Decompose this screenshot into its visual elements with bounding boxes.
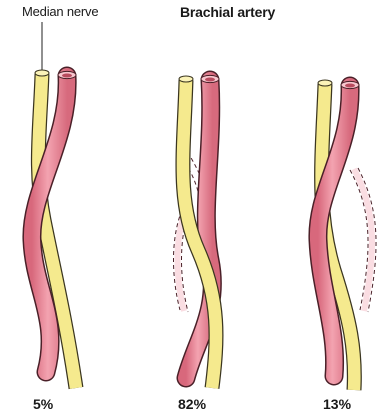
variant-2-percentage: 82%: [178, 396, 206, 412]
variant-1-drawing: [32, 70, 76, 388]
brachial-artery-label: Brachial artery: [180, 4, 275, 20]
variant-3-percentage: 13%: [323, 396, 351, 412]
variant-1-percentage: 5%: [33, 396, 53, 412]
variant-2-drawing: [174, 75, 220, 388]
median-nerve-label: Median nerve: [22, 4, 98, 19]
variant-3-drawing: [318, 80, 376, 390]
